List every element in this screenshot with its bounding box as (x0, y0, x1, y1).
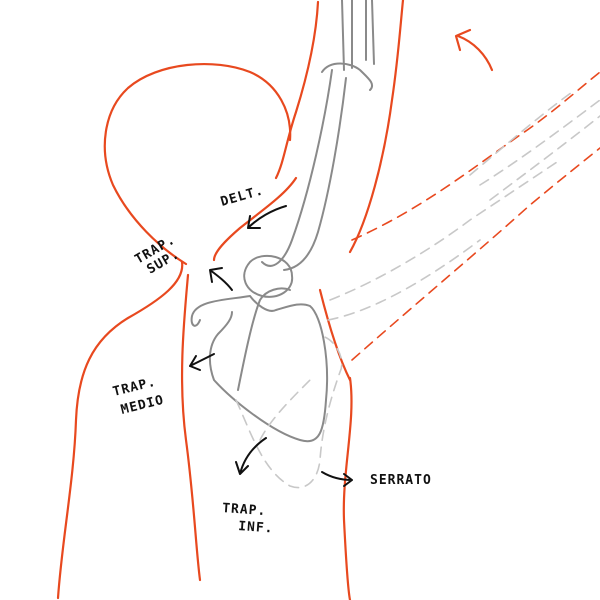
humeral-head (243, 254, 294, 298)
ghost-bones (235, 89, 600, 489)
head-outline (103, 63, 292, 266)
label-delt: DELT. (219, 183, 266, 210)
ghost-arm-lower-edge (351, 147, 600, 361)
ghost-scapula (235, 335, 343, 489)
scapula-spine (237, 287, 291, 391)
trap-inf-arrow-icon (235, 437, 267, 475)
left-back-outline (56, 260, 184, 600)
deltoid-contour (212, 176, 298, 262)
upper-arm-right-edge (348, 0, 405, 254)
delt-arrow-icon (247, 205, 287, 229)
serratus-edge (318, 288, 352, 382)
trap-medio-arrow-icon (189, 353, 215, 371)
rotation-arrow-head (454, 28, 472, 52)
upper-arm-left-edge (274, 0, 320, 180)
scapula (190, 295, 329, 443)
serrato-arrow-icon (321, 471, 353, 487)
torso-right-edge (342, 376, 353, 600)
body-outline (56, 0, 600, 600)
label-serrato: SERRATO (370, 473, 432, 488)
spine-line (180, 273, 202, 582)
label-trap-inf-line2: INF. (238, 519, 274, 536)
ghost-humerus (327, 159, 561, 321)
ghost-forearm (469, 89, 600, 201)
label-trap-inf-line1: TRAP. (222, 501, 267, 519)
humerus (261, 69, 347, 271)
radius-ulna-top (321, 0, 375, 91)
ghost-arm-upper-edge (351, 71, 600, 241)
labels: DELT. TRAP. SUP. TRAP. MEDIO TRAP. INF. … (111, 183, 432, 536)
trap-sup-arrow-icon (209, 267, 233, 291)
muscle-arrows (189, 205, 353, 487)
rotation-arrow-icon (456, 34, 494, 72)
arm-bones (190, 0, 375, 443)
